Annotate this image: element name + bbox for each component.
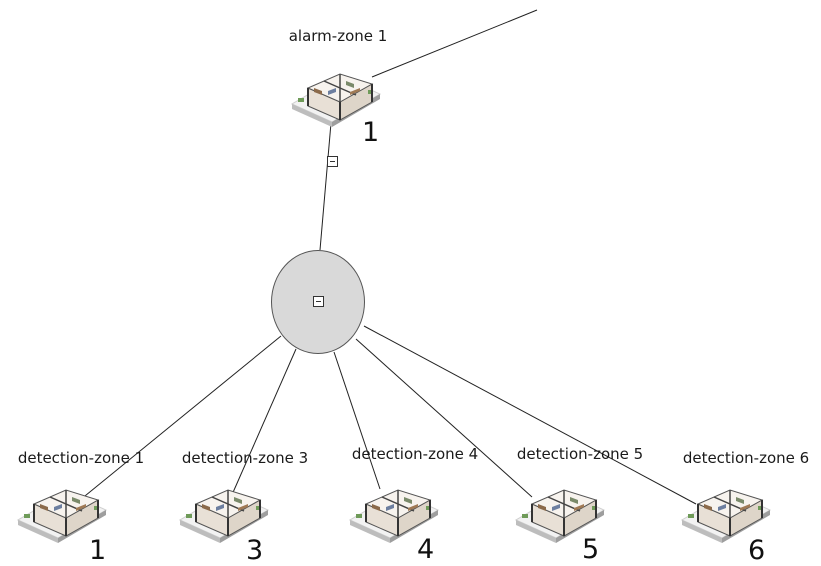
detection-zone-label: detection-zone 1 (17, 449, 145, 467)
detection-zone-label: detection-zone 3 (181, 449, 309, 467)
alarm-zone-number: 1 (362, 117, 380, 148)
alarm-zone-label: alarm-zone 1 (288, 27, 388, 45)
link-alarm-hub (319, 122, 332, 251)
detection-zone-number: 4 (417, 534, 435, 565)
link-hub-zone6 (363, 325, 697, 505)
hub-collapse-button[interactable] (313, 296, 324, 307)
link-alarm-offscreen (371, 9, 538, 78)
detection-zone-number: 6 (748, 535, 766, 566)
detection-zone-label: detection-zone 4 (351, 445, 479, 463)
house-floorplan-icon[interactable] (512, 480, 608, 548)
link-hub-zone1 (79, 335, 282, 501)
link-hub-zone3 (230, 348, 297, 498)
alarm-zone-collapse-button[interactable] (327, 156, 338, 167)
detection-zone-label: detection-zone 5 (516, 445, 644, 463)
detection-zone-number: 1 (89, 535, 107, 566)
house-floorplan-icon[interactable] (678, 480, 774, 548)
link-hub-zone5 (355, 338, 533, 498)
detection-zone-number: 5 (582, 534, 600, 565)
house-floorplan-icon[interactable] (346, 480, 442, 548)
link-hub-zone4 (333, 351, 381, 490)
detection-zone-label: detection-zone 6 (682, 449, 810, 467)
house-floorplan-icon[interactable] (288, 64, 384, 132)
house-floorplan-icon[interactable] (14, 480, 110, 548)
house-floorplan-icon[interactable] (176, 480, 272, 548)
detection-zone-number: 3 (246, 535, 264, 566)
